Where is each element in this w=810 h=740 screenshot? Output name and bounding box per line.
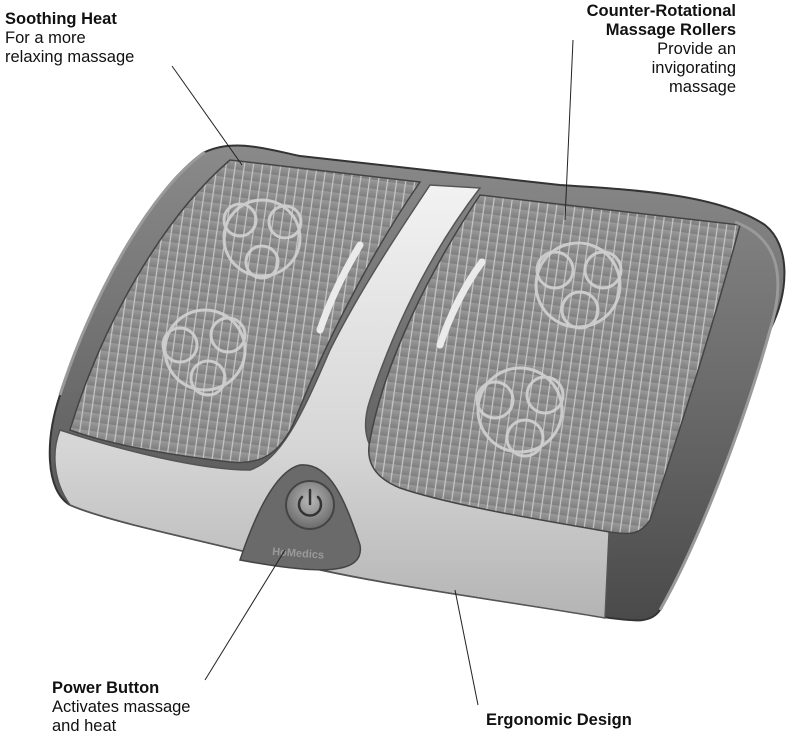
callout-desc: massage [669, 78, 736, 96]
callout-ergonomic-design: Ergonomic Design [486, 711, 632, 730]
callout-title: Ergonomic Design [486, 711, 632, 729]
callout-desc: and heat [52, 717, 117, 735]
callout-rollers: Counter-Rotational Massage Rollers Provi… [587, 2, 736, 97]
callout-desc: invigorating [651, 59, 736, 77]
callout-power-button: Power Button Activates massage and heat [52, 679, 190, 736]
power-icon [297, 488, 323, 517]
right-slot [436, 258, 486, 349]
callout-desc: For a more [5, 29, 86, 47]
callout-desc: Activates massage [52, 698, 191, 716]
callout-title: Massage Rollers [605, 21, 736, 39]
brand-logo: HoMedics [272, 546, 325, 562]
callout-desc: Provide an [657, 40, 736, 58]
left-slot [316, 241, 364, 334]
callout-desc: relaxing massage [5, 48, 135, 66]
callout-title: Counter-Rotational [586, 2, 736, 20]
right-massage-pad [368, 194, 741, 535]
roller-icon [161, 198, 623, 458]
callout-title: Soothing Heat [5, 10, 117, 28]
callout-soothing-heat: Soothing Heat For a more relaxing massag… [5, 10, 134, 67]
left-massage-pad [69, 159, 422, 464]
leader-lines [171, 39, 574, 706]
callout-title: Power Button [52, 679, 160, 697]
